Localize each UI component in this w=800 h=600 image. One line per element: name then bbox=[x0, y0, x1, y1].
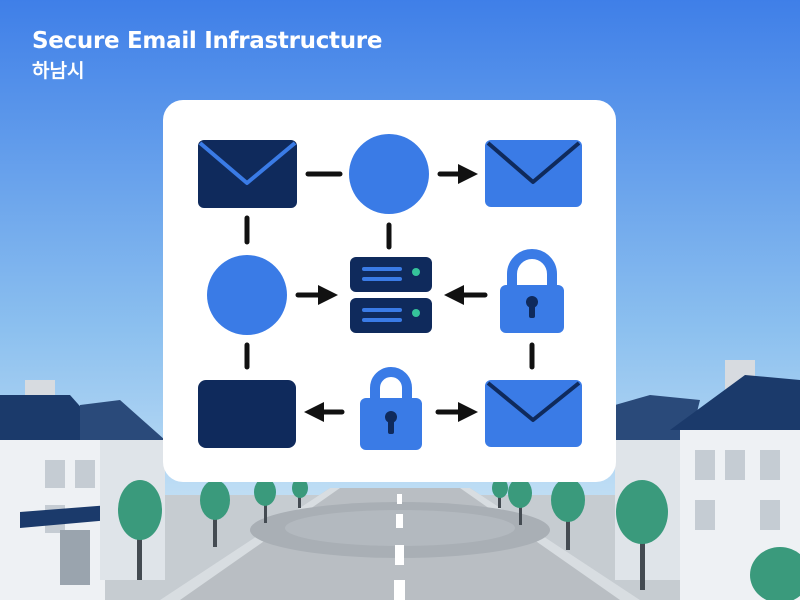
page-subtitle: 하남시 bbox=[32, 60, 85, 82]
padlock-icon bbox=[360, 367, 422, 450]
envelope-icon bbox=[485, 380, 582, 447]
street-scene bbox=[0, 360, 800, 600]
padlock-icon bbox=[500, 249, 564, 333]
page-title: Secure Email Infrastructure bbox=[32, 28, 383, 54]
server-icon bbox=[350, 257, 432, 333]
envelope-icon bbox=[485, 140, 582, 207]
circle-node-icon bbox=[349, 134, 429, 214]
trees bbox=[118, 478, 800, 600]
square-node-icon bbox=[198, 380, 296, 448]
lane-markings bbox=[394, 494, 405, 600]
page-heading: Secure Email Infrastructure 하남시 bbox=[32, 26, 382, 84]
diagram-edges bbox=[244, 164, 535, 422]
envelope-icon bbox=[198, 140, 297, 208]
diagram-nodes bbox=[198, 134, 582, 450]
buildings-left bbox=[0, 380, 165, 600]
circle-node-icon bbox=[207, 255, 287, 335]
